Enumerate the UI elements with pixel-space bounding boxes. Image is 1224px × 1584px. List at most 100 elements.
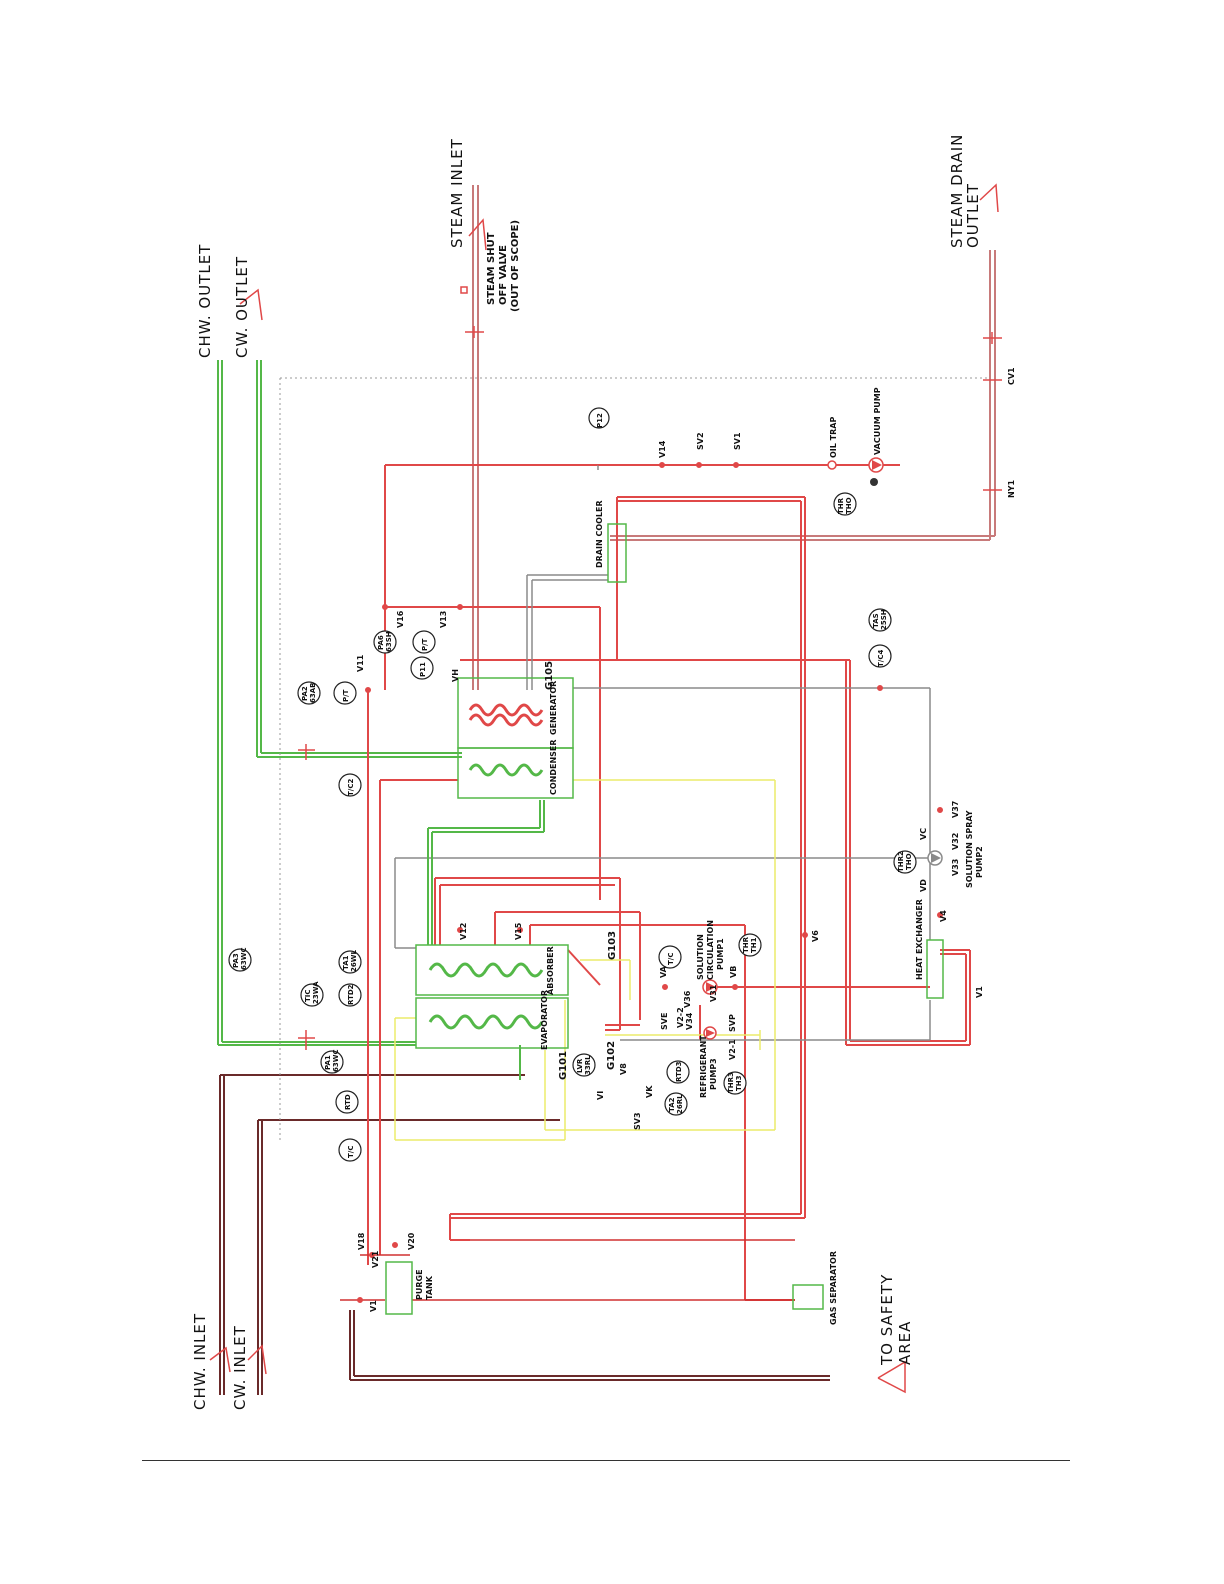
purge-tank-label-1: PURGE (415, 1269, 424, 1300)
valve-sv3: SV3 (633, 1112, 642, 1130)
inst-tic-sub: 23WA (312, 981, 320, 1004)
inst-thr3: THR3 (727, 1072, 735, 1093)
inst-thr1: THR (742, 936, 750, 953)
drain-cooler-label: DRAIN COOLER (595, 500, 604, 568)
inst-pt-a: P/T (421, 638, 429, 651)
valve-v1-right: V1 (975, 986, 984, 998)
valve-sv1: SV1 (733, 432, 742, 450)
inst-thr2: THR2 (897, 851, 905, 872)
inst-tho: THO (845, 497, 853, 514)
inst-pa1: PA1 (324, 1055, 332, 1070)
inst-pa2-sub: 63AB (309, 683, 317, 704)
safety-area-label-2: AREA (896, 1321, 914, 1365)
cw-outlet-label: CW. OUTLET (233, 256, 251, 358)
inst-tc4: T/C4 (877, 650, 885, 667)
inst-rtd: RTD (344, 1094, 352, 1110)
pipe-valves (298, 286, 1002, 1050)
solution-spray-pump-symbol (927, 850, 943, 866)
auxiliary-lines-grey (394, 465, 931, 1041)
solution-lines-yellow (394, 779, 776, 1141)
valve-v11: V11 (356, 654, 365, 672)
valve-v34: V34 (685, 1012, 694, 1030)
steam-drain-pipe (610, 250, 996, 541)
inst-pa3: PA3 (232, 953, 240, 968)
chw-inlet-label: CHW. INLET (191, 1313, 209, 1410)
inst-rtd2: RTD2 (347, 984, 355, 1005)
tag-g103: G103 (607, 931, 618, 960)
valve-v31: V31 (709, 984, 718, 1002)
valve-v15: V15 (514, 922, 523, 940)
steam-drain-label: STEAM DRAIN (948, 134, 966, 248)
refrigerant-lines-green (427, 800, 545, 1080)
oil-trap-label: OIL TRAP (829, 417, 838, 458)
solution-circulation-pump-label-1: SOLUTION (696, 934, 705, 980)
inst-ta1: TA1 (342, 955, 350, 970)
solution-circulation-pump-symbol (702, 979, 718, 995)
heat-exchanger-label: HEAT EXCHANGER (915, 899, 924, 980)
solution-lines-red (367, 464, 971, 1301)
steam-inlet-label: STEAM INLET (448, 138, 466, 248)
valve-svp: SVP (728, 1014, 737, 1032)
refrigerant-pump-label-1: REFRIGERANT (699, 1035, 708, 1098)
valve-vc: VC (919, 828, 928, 840)
inst-ta1-sub: 26WL (350, 950, 358, 972)
valve-v32: V32 (951, 833, 960, 850)
vacuum-pump-symbol (868, 457, 884, 486)
valve-sve: SVE (660, 1013, 669, 1030)
purge-tank (385, 1261, 413, 1315)
inst-lvr-sub: 33RL (584, 1055, 592, 1075)
valve-v36: V36 (683, 990, 692, 1008)
footer-rule (142, 1460, 1070, 1461)
valve-v4: V4 (939, 910, 948, 922)
generator-label: GENERATOR (549, 681, 558, 735)
cooling-water-outlet-pipe (256, 360, 462, 758)
inst-tc-low: T/C (347, 1146, 355, 1158)
valve-sv2: SV2 (696, 432, 705, 450)
absorber (415, 944, 569, 996)
evaporator (415, 997, 569, 1049)
scope-boundary (279, 377, 990, 1140)
cw-inlet-label: CW. INLET (231, 1325, 249, 1410)
inst-ta2-sub: 26RL (676, 1094, 684, 1114)
inst-tas-sub: 25SH (880, 609, 888, 630)
condenser-label: CONDENSER (549, 739, 558, 795)
refrigerant-pump-label-2: PUMP3 (709, 1058, 718, 1090)
oil-trap-symbol (827, 460, 837, 470)
evaporator-label: EVAPORATOR (540, 990, 549, 1050)
valve-cv1: CV1 (1007, 367, 1016, 385)
solution-circulation-pump-label-2: CIRCULATION (706, 920, 715, 980)
solution-spray-pump-label-1: SOLUTION SPRAY (965, 810, 974, 888)
steam-shutoff-label-1: STEAM SHUT (486, 232, 497, 305)
chilled-water-inlet-pipe (219, 1074, 525, 1395)
gas-separator-label: GAS SEPARATOR (829, 1251, 838, 1325)
inst-p12: P12 (596, 413, 604, 428)
inst-rtd3: RTD3 (675, 1061, 683, 1082)
valve-v18: V18 (357, 1232, 366, 1250)
solution-circulation-pump-label-3: PUMP1 (716, 938, 725, 970)
safety-vent-pipe (349, 1310, 830, 1381)
valve-v1-left: V1 (369, 1300, 378, 1312)
gas-separator (792, 1284, 824, 1310)
safety-area-label: TO SAFETY (878, 1274, 896, 1366)
valve-v13: V13 (439, 611, 448, 628)
terminal-flags (209, 183, 999, 1394)
valve-ny1: NY1 (1007, 480, 1016, 498)
tag-g105: G105 (544, 661, 555, 690)
solution-spray-pump-label-2: PUMP2 (975, 846, 984, 878)
valve-v20: V20 (407, 1232, 416, 1250)
inst-ta2: TA2 (668, 1097, 676, 1112)
valve-v37: V37 (951, 801, 960, 818)
heat-exchanger (926, 939, 944, 999)
valve-v8: V8 (619, 1063, 628, 1075)
inst-pa3-sub: 63WC (240, 947, 248, 970)
inst-tas: TAS (872, 613, 880, 628)
inst-pa1-sub: 63WC (332, 1049, 340, 1072)
valve-v2-1: V2-1 (728, 1039, 737, 1060)
chw-outlet-label: CHW. OUTLET (196, 244, 214, 358)
cooling-water-inlet-pipe (257, 1119, 560, 1395)
valve-vi: VI (596, 1091, 605, 1100)
inst-th1: TH1 (750, 937, 758, 953)
instrument-labels: P12 THR THO TAS 25SH T/C4 PA6 63SH P11 P… (232, 413, 913, 1158)
inst-pa6: PA6 (377, 635, 385, 650)
valve-v21: V21 (371, 1250, 380, 1268)
